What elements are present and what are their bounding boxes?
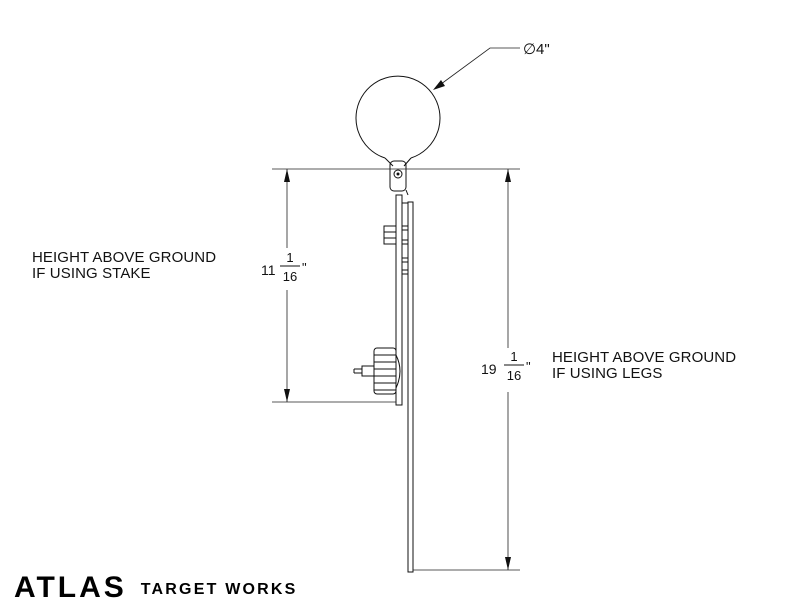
diameter-leader	[436, 47, 520, 88]
diameter-callout: ∅ 4"	[523, 41, 550, 58]
brand-logo: ATLAS TARGET WORKS	[14, 571, 298, 603]
stake-height-note: HEIGHT ABOVE GROUND IF USING STAKE	[32, 250, 216, 282]
svg-text:11: 11	[261, 262, 276, 278]
svg-text:19: 19	[481, 361, 497, 377]
legs-height-note: HEIGHT ABOVE GROUND IF USING LEGS	[552, 350, 736, 382]
arrowhead-stake-top	[284, 169, 290, 182]
svg-text:4": 4"	[536, 41, 550, 58]
hanger-clamp	[389, 160, 409, 196]
dim-text-stake: 11 1 16 "	[261, 250, 307, 284]
svg-text:16: 16	[507, 368, 521, 383]
arrowhead-legs-bottom	[505, 557, 511, 570]
arrowhead-leader	[433, 80, 445, 90]
arrowhead-legs-top	[505, 169, 511, 182]
target-plate	[355, 75, 441, 167]
svg-text:1: 1	[510, 349, 517, 364]
dim-text-legs: 19 1 16 "	[481, 349, 531, 383]
svg-text:": "	[526, 359, 531, 374]
svg-text:16: 16	[283, 269, 297, 284]
bolt-upper	[383, 225, 409, 245]
legs-note-line2: IF USING LEGS	[552, 365, 663, 382]
arrowhead-stake-bottom	[284, 389, 290, 402]
bolt-lower	[401, 257, 409, 275]
svg-text:1: 1	[286, 250, 293, 265]
svg-text:∅: ∅	[523, 41, 536, 58]
legs-note-line1: HEIGHT ABOVE GROUND	[552, 349, 737, 366]
spring-block	[353, 347, 401, 395]
stake-note-line1: HEIGHT ABOVE GROUND	[32, 249, 217, 266]
brand-name: ATLAS	[14, 571, 127, 604]
svg-text:": "	[302, 260, 307, 275]
brand-tagline: TARGET WORKS	[140, 581, 298, 598]
stake-note-line2: IF USING STAKE	[32, 265, 151, 282]
extension-lines	[272, 168, 520, 571]
upright-post	[395, 194, 414, 573]
